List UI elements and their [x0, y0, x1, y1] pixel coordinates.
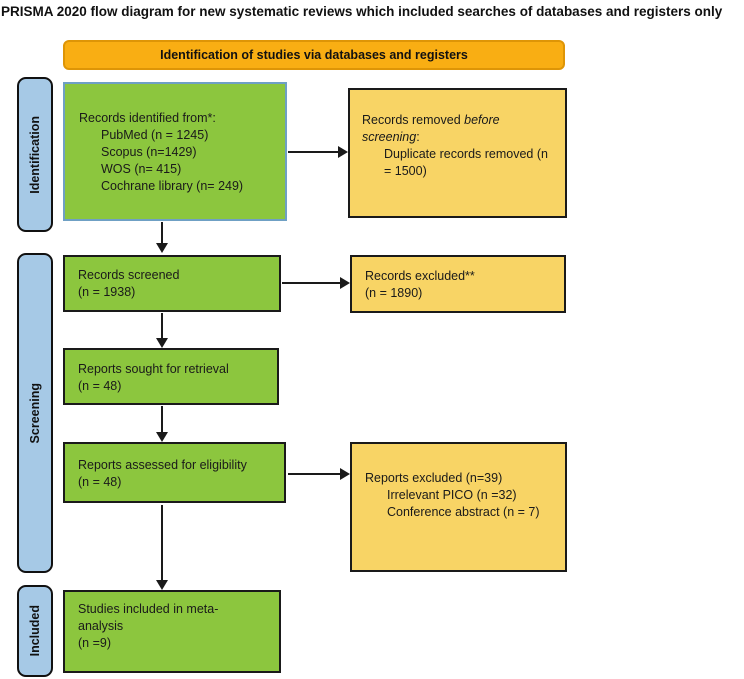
box-studies-included-in-meta-analysis: Studies included in meta-analysis(n =9) — [63, 590, 281, 673]
sidebar-label-screening: Screening — [17, 253, 53, 573]
box-records-screened: Records screened(n = 1938) — [63, 255, 281, 312]
sidebar-label-screening-text: Screening — [28, 382, 42, 444]
sidebar-label-identification-text: Identification — [28, 115, 42, 194]
page-title: PRISMA 2020 flow diagram for new systema… — [1, 4, 723, 19]
sidebar-label-identification: Identification — [17, 77, 53, 232]
box-reports-assessed-for-eligibility: Reports assessed for eligibility(n = 48) — [63, 442, 286, 503]
box-reports-sought-for-retrieval: Reports sought for retrieval(n = 48) — [63, 348, 279, 405]
sidebar-label-included-text: Included — [28, 605, 42, 657]
sidebar-label-included: Included — [17, 585, 53, 677]
box-records-excluded: Records excluded**(n = 1890) — [350, 255, 566, 313]
box-reports-excluded: Reports excluded (n=39)Irrelevant PICO (… — [350, 442, 567, 572]
banner-identification-of-studies: Identification of studies via databases … — [63, 40, 565, 70]
box-records-identified: Records identified from*:PubMed (n = 124… — [63, 82, 287, 221]
